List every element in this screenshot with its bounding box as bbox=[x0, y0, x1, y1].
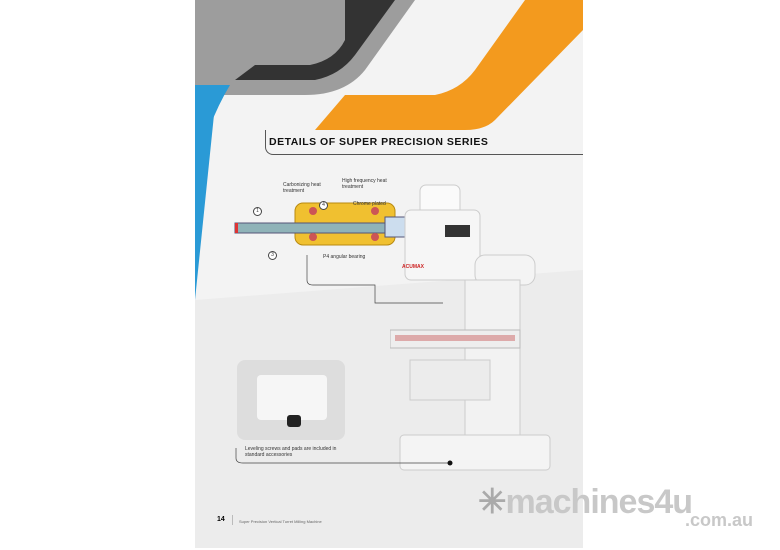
label-high-frequency: High frequency heat treatment bbox=[342, 178, 387, 190]
milling-machine-image: ACUMAX bbox=[390, 184, 551, 471]
connector-line bbox=[306, 255, 443, 304]
inset-caption: Leveling screws and pads are included in… bbox=[245, 446, 337, 458]
footer-divider bbox=[232, 515, 233, 525]
callout-3: 3 bbox=[268, 251, 277, 260]
label-p4-bearing: P4 angular bearing bbox=[323, 254, 366, 260]
page-heading: DETAILS OF SUPER PRECISION SERIES bbox=[269, 136, 489, 148]
spindle-diagram bbox=[234, 202, 411, 246]
brochure-page: DETAILS OF SUPER PRECISION SERIES Carbon… bbox=[195, 0, 583, 548]
leveling-inset-photo bbox=[237, 360, 345, 440]
callout-1: 1 bbox=[253, 207, 262, 216]
watermark-star-icon: ✳ bbox=[478, 483, 506, 521]
callout-4: 4 bbox=[319, 201, 328, 210]
watermark-domain: .com.au bbox=[685, 510, 754, 530]
watermark-logo: ✳machines4u bbox=[478, 483, 693, 521]
label-chrome-plated: Chrome plated bbox=[353, 201, 386, 207]
page-number: 14 bbox=[217, 516, 225, 523]
label-carbonizing: Carbonizing heat treatment bbox=[283, 182, 321, 194]
svg-text:ACUMAX: ACUMAX bbox=[402, 264, 425, 270]
heading-frame bbox=[265, 130, 583, 155]
footer-text: Super Precision Vertical Turret Milling … bbox=[239, 519, 322, 524]
caption-connector bbox=[235, 448, 453, 466]
